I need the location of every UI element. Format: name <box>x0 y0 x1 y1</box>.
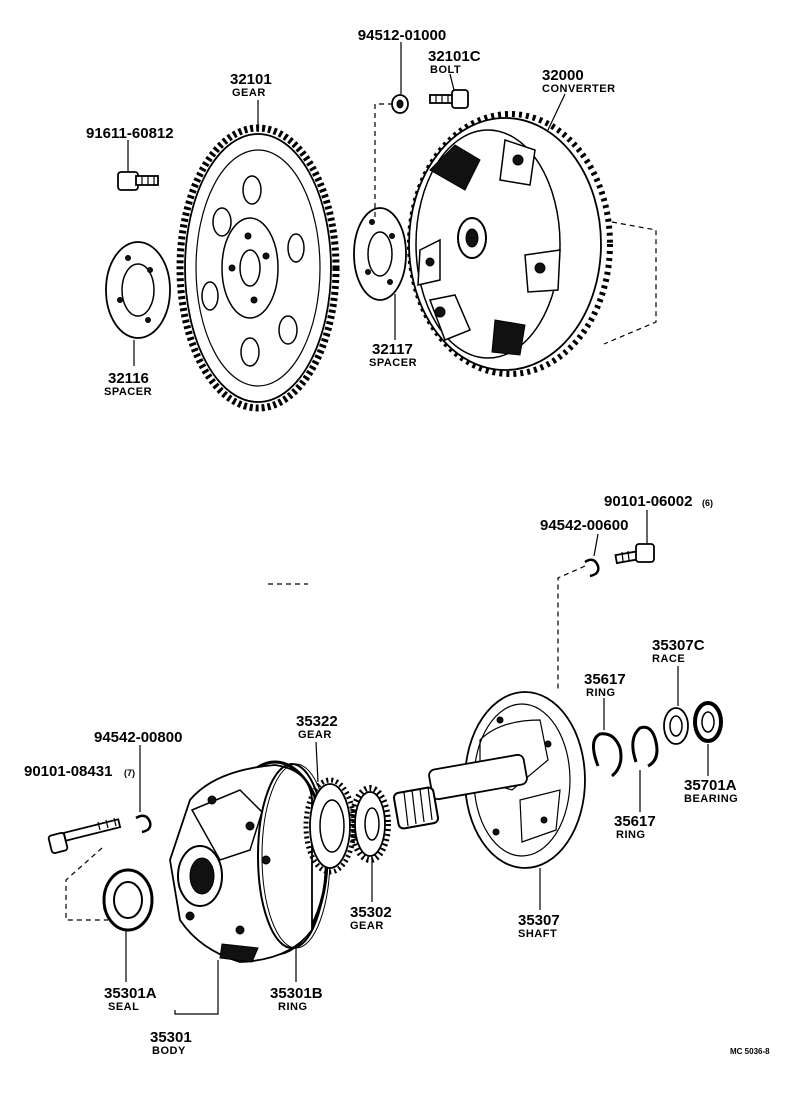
seal-part[interactable] <box>102 868 154 932</box>
guide-nut-to-spacer <box>374 103 393 218</box>
nut-94512-part[interactable] <box>391 94 409 114</box>
spacer-32117-part[interactable] <box>353 207 407 301</box>
race-part[interactable] <box>663 707 689 745</box>
label-number: 35307C <box>652 637 705 654</box>
washer-94542-00800-part[interactable] <box>135 814 152 834</box>
label-number: 35301 <box>150 1029 192 1046</box>
label-name: RING <box>586 687 616 699</box>
bolt-32101c-part[interactable] <box>429 89 469 109</box>
label-number: 32101 <box>230 71 272 88</box>
guide-bolt-to-seal <box>65 847 108 921</box>
label-number: 94542-00800 <box>94 729 182 746</box>
label-name: BEARING <box>684 793 738 805</box>
converter-part[interactable] <box>407 111 613 377</box>
label-number: 35617 <box>584 671 626 688</box>
guide-converter-outline <box>603 221 657 345</box>
label-number: 35307 <box>518 912 560 929</box>
label-qty: (7) <box>124 768 135 778</box>
spacer-32116-part[interactable] <box>105 241 171 339</box>
label-qty: (6) <box>702 498 713 508</box>
label-number: 94542-00600 <box>540 517 628 534</box>
label-name: SHAFT <box>518 928 557 940</box>
label-name: SPACER <box>369 357 417 369</box>
bolt-91611-part[interactable] <box>117 171 159 191</box>
label-name: BOLT <box>430 64 461 76</box>
bolt-90101-08431-part[interactable] <box>47 817 122 854</box>
pump-gear-35322-part[interactable] <box>303 777 357 875</box>
bolt-90101-06002-part[interactable] <box>614 543 655 565</box>
label-number: 32116 <box>108 370 149 387</box>
ring-upper-part[interactable] <box>592 732 623 778</box>
label-name: GEAR <box>350 920 384 932</box>
label-number: 35301B <box>270 985 323 1002</box>
pump-gear-35302-part[interactable] <box>349 785 391 863</box>
label-name: GEAR <box>298 729 332 741</box>
label-number: 32000 <box>542 67 584 84</box>
pump-body-part[interactable] <box>169 760 329 963</box>
label-number: 90101-06002 <box>604 493 692 510</box>
label-number: 91611-60812 <box>86 125 174 142</box>
label-name: SEAL <box>108 1001 139 1013</box>
flywheel-gear-part[interactable] <box>176 124 340 412</box>
leader-94542-00600 <box>593 533 599 557</box>
label-name: RACE <box>652 653 685 665</box>
stator-shaft-part[interactable] <box>392 691 586 869</box>
leader-35301 <box>174 960 219 1015</box>
label-name: SPACER <box>104 386 152 398</box>
label-number: 35301A <box>104 985 157 1002</box>
label-number: 35322 <box>296 713 338 730</box>
leader-32000 <box>547 93 566 131</box>
ring-lower-part[interactable] <box>631 725 659 768</box>
diagram-code: MC 5036-8 <box>730 1047 770 1056</box>
label-number: 35701A <box>684 777 737 794</box>
label-number: 35617 <box>614 813 656 830</box>
leader-32101c <box>449 73 455 91</box>
leader-35322 <box>315 741 319 783</box>
label-name: CONVERTER <box>542 83 616 95</box>
label-number: 32101C <box>428 48 481 65</box>
part-labels: 94512-01000 32101C BOLT 32000 CONVERTER … <box>24 27 770 1057</box>
label-name: RING <box>278 1001 308 1013</box>
washer-94542-00600-part[interactable] <box>584 558 600 578</box>
guide-washer-to-shaft <box>557 565 586 690</box>
label-name: GEAR <box>232 87 266 99</box>
label-number: 90101-08431 <box>24 763 112 780</box>
label-number: 32117 <box>372 341 413 358</box>
label-name: BODY <box>152 1045 186 1057</box>
label-number: 35302 <box>350 904 392 921</box>
bearing-part[interactable] <box>693 701 723 743</box>
label-name: RING <box>616 829 646 841</box>
label-number: 94512-01000 <box>358 27 446 44</box>
